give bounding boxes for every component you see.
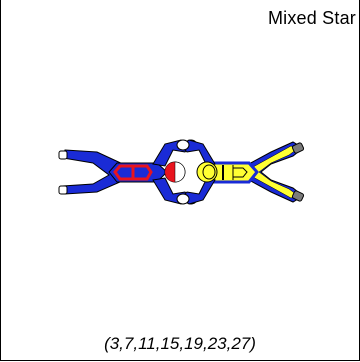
formation-figure bbox=[58, 139, 305, 205]
formation-caption: (3,7,11,15,19,23,27) bbox=[104, 334, 256, 353]
formation-title: Mixed Star bbox=[267, 8, 356, 28]
skydiver-yellow-blue-icon bbox=[176, 139, 305, 205]
skydiver-blue-red-icon bbox=[58, 139, 198, 205]
